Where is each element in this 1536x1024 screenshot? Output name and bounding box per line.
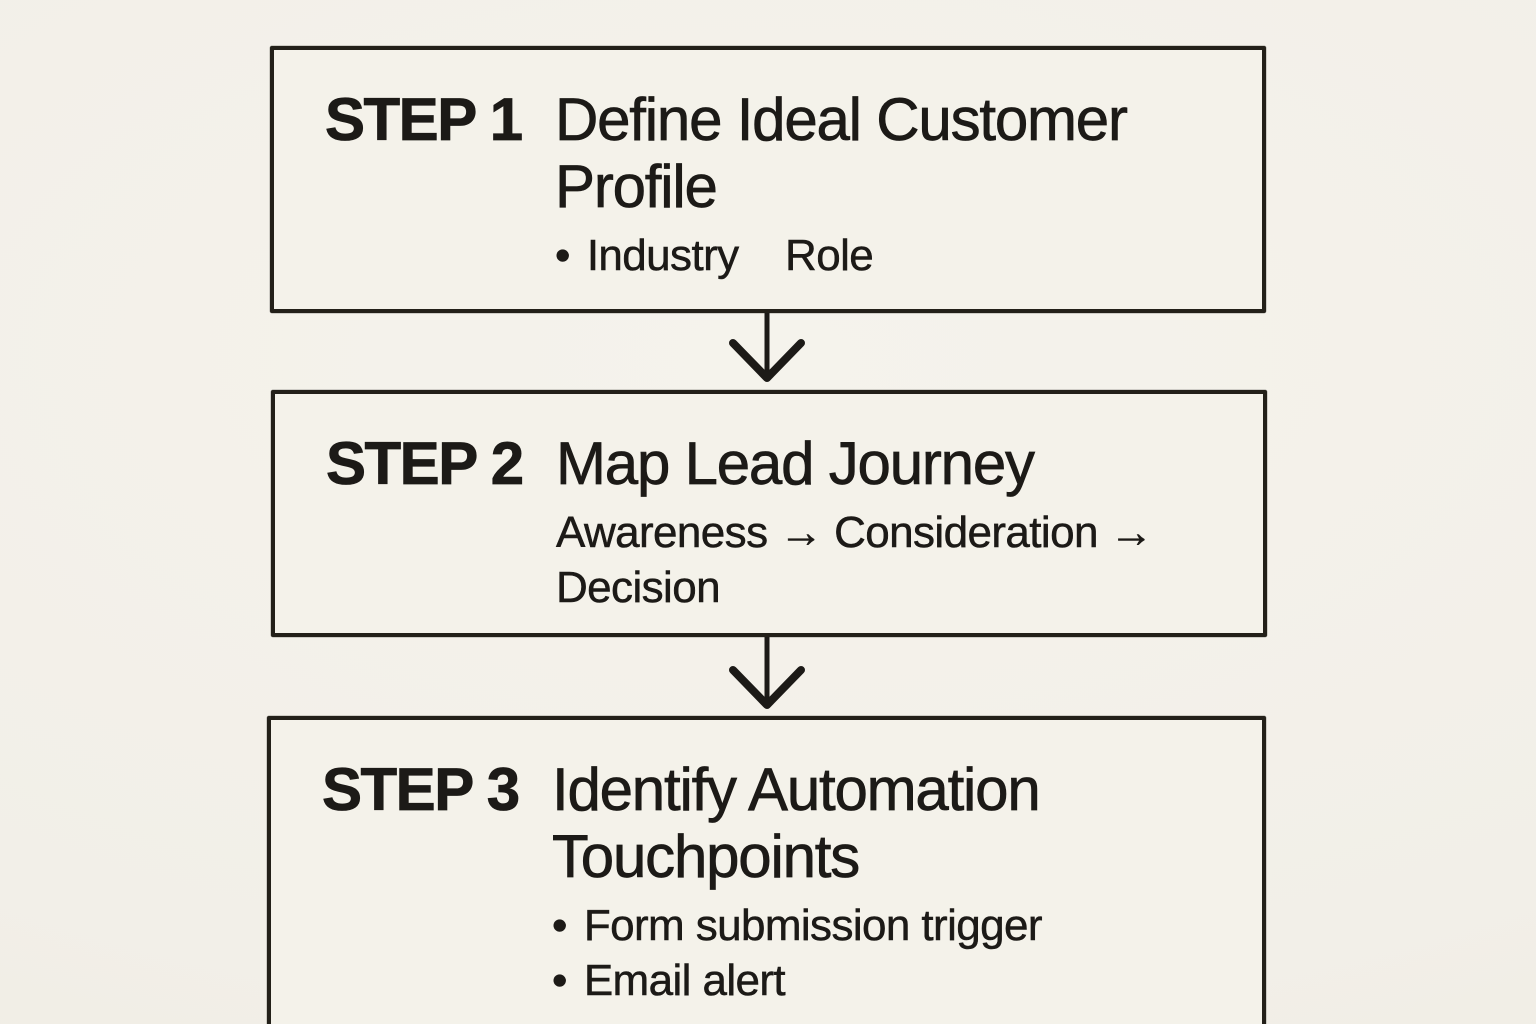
step-1-box: STEP 1 Define Ideal Customer Profile • I… (270, 46, 1266, 313)
step-1-content: Define Ideal Customer Profile • Industry… (555, 86, 1222, 283)
bullet-dot-icon: • (552, 956, 568, 1006)
bullet-text: Industry Role (586, 231, 874, 281)
bullet-text: Form submission trigger (583, 901, 1043, 951)
bullet-text: Email alert (583, 956, 786, 1006)
step-1-bullet-list: • Industry Role (555, 228, 1222, 283)
down-arrow-icon (729, 313, 805, 382)
bullet-item: • Form submission trigger (552, 898, 1222, 953)
bullet-item: • Industry Role (555, 228, 1222, 283)
step-3-bullet-list: • Form submission trigger • Email alert (552, 898, 1222, 1008)
bullet-dot-icon: • (552, 901, 568, 951)
step-3-box: STEP 3 Identify Automation Touchpoints •… (267, 716, 1266, 1024)
step-2-subtitle: Awareness → Consideration → Decision (556, 508, 1154, 613)
step-2-content: Map Lead Journey Awareness → Considerati… (556, 430, 1223, 615)
step-2-title: Map Lead Journey (556, 430, 1036, 498)
step-1-title: Define Ideal Customer Profile (555, 86, 1129, 221)
step-2-label: STEP 2 (326, 430, 525, 498)
step-2-box: STEP 2 Map Lead Journey Awareness → Cons… (271, 390, 1267, 637)
down-arrow-icon (729, 637, 805, 709)
bullet-item: • Email alert (552, 953, 1222, 1008)
step-3-content: Identify Automation Touchpoints • Form s… (552, 756, 1222, 1008)
step-3-title: Identify Automation Touchpoints (552, 756, 1041, 891)
bullet-dot-icon: • (555, 231, 571, 281)
step-1-label: STEP 1 (325, 86, 524, 154)
step-3-label: STEP 3 (322, 756, 521, 824)
